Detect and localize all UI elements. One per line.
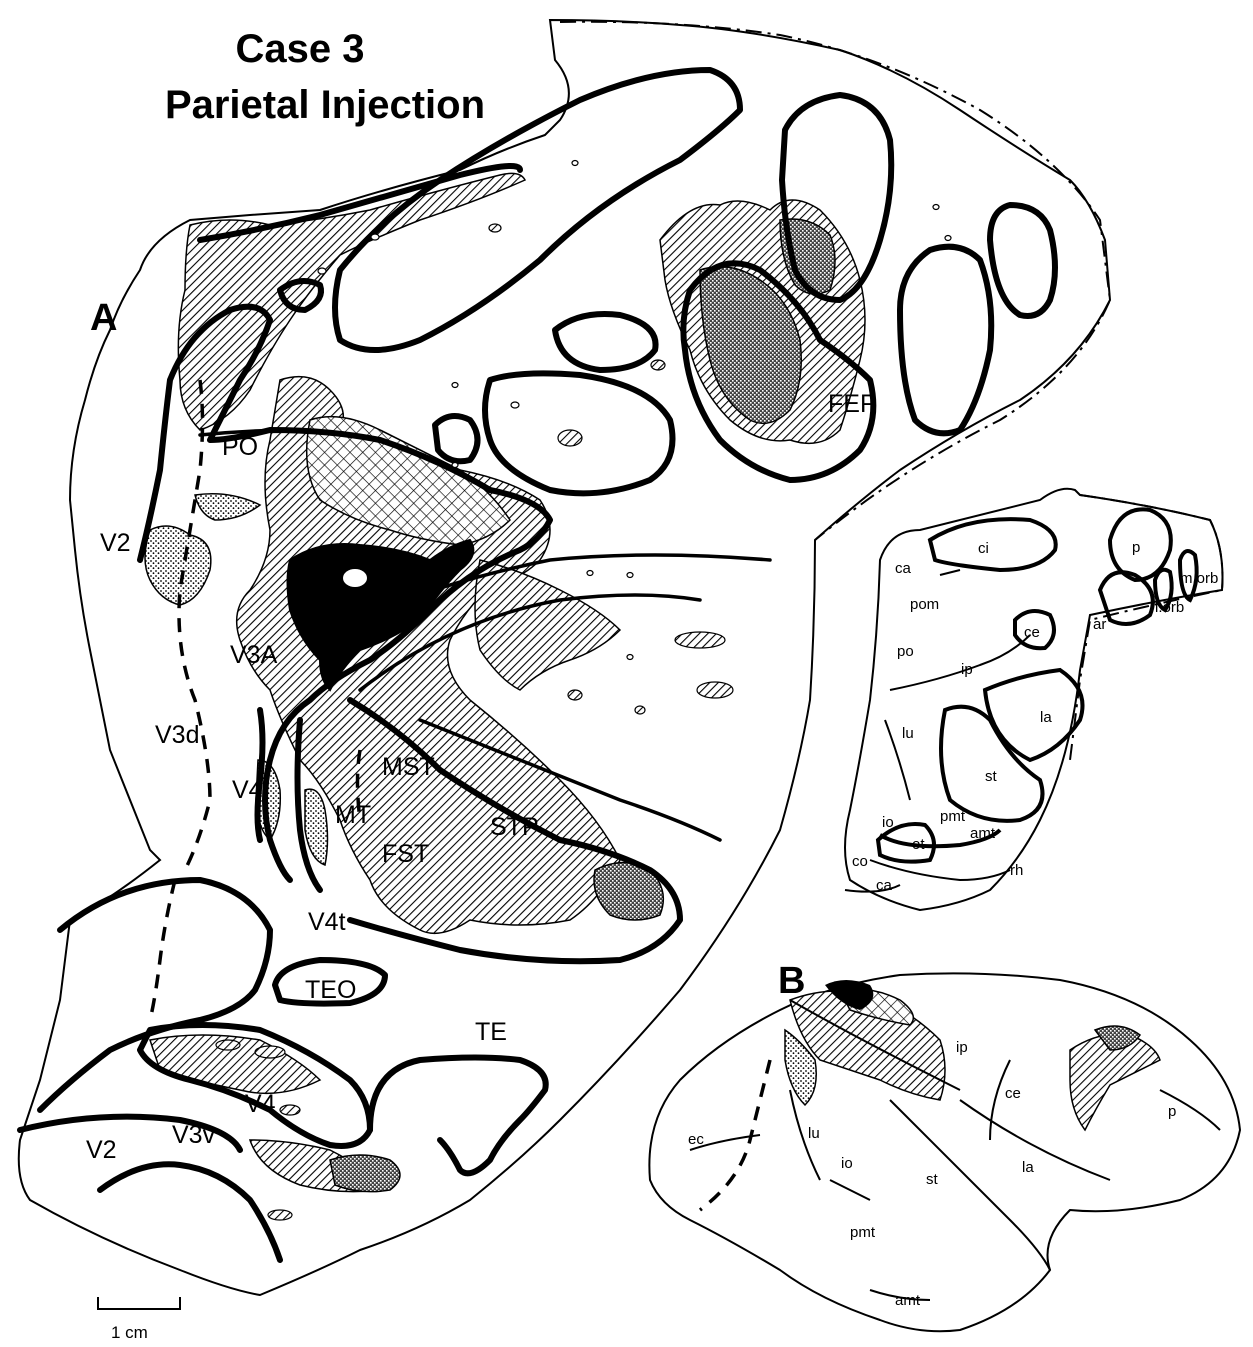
- label-v4t: V4t: [308, 908, 346, 936]
- label-v3a: V3A: [230, 641, 278, 669]
- key-label-io: io: [882, 814, 894, 831]
- label-v4-upper: V4: [232, 776, 263, 804]
- key-sulcus-la: [985, 670, 1083, 760]
- boundary-v2-v3-ventral: [150, 880, 175, 1020]
- label-v4-lower: V4: [245, 1090, 276, 1118]
- label-v3v: V3v: [172, 1121, 216, 1149]
- key-label-st: st: [985, 768, 998, 785]
- brain-label-ce: ce: [1005, 1085, 1021, 1102]
- label-fef: FEF: [828, 390, 875, 418]
- key-label-p: p: [1132, 539, 1140, 556]
- key-label-ca-top: ca: [895, 560, 912, 577]
- scale-bar: 1 cm: [98, 1297, 180, 1342]
- scale-bar-label: 1 cm: [111, 1323, 148, 1342]
- panel-letter-a: A: [90, 297, 117, 339]
- brain-label-st: st: [926, 1171, 939, 1188]
- key-label-pmt: pmt: [940, 808, 966, 825]
- brain-label-lu: lu: [808, 1125, 820, 1142]
- key-sulcus-ar: [1100, 572, 1153, 624]
- key-label-ar: ar: [1093, 616, 1106, 633]
- boundary-v2-v3-dorsal: [179, 380, 210, 870]
- label-po: PO: [222, 433, 258, 461]
- boundary-v2-lower: [100, 1164, 280, 1260]
- key-label-co: co: [852, 853, 868, 870]
- brain-label-ec: ec: [688, 1131, 704, 1148]
- key-outline: [845, 489, 1223, 910]
- label-te: TE: [475, 1018, 507, 1046]
- key-sulcus-ci: [930, 519, 1056, 570]
- injection-core-hole: [343, 569, 367, 587]
- label-v3d: V3d: [155, 721, 199, 749]
- label-mst: MST: [382, 753, 435, 781]
- key-label-rh: rh: [1010, 862, 1023, 879]
- scale-bar-line: [98, 1297, 180, 1309]
- brain-label-pmt: pmt: [850, 1224, 876, 1241]
- label-v2-upper: V2: [100, 529, 131, 557]
- key-label-morb: m.orb: [1180, 570, 1218, 587]
- title-line-2: Parietal Injection: [165, 83, 485, 127]
- boundary-frontal-ring-3: [990, 205, 1055, 316]
- label-patch-v2: [145, 526, 211, 605]
- label-v2-lower: V2: [86, 1136, 117, 1164]
- label-patch-v3: [195, 494, 260, 520]
- label-mt: MT: [335, 801, 371, 829]
- key-label-pom: pom: [910, 596, 939, 613]
- brain-label-p: p: [1168, 1103, 1176, 1120]
- brain-sulcus-st: [890, 1100, 1050, 1270]
- key-label-ce: ce: [1024, 624, 1040, 641]
- boundary-small-ring-1: [555, 314, 656, 370]
- key-label-la: la: [1040, 709, 1052, 726]
- label-region-po: [178, 173, 525, 430]
- lateral-brain: ip ce p ec lu io st la pmt amt: [649, 973, 1240, 1331]
- boundary-te: [370, 1058, 546, 1174]
- key-label-ot: ot: [912, 836, 925, 853]
- brain-label-io: io: [841, 1155, 853, 1172]
- brain-label-amt: amt: [895, 1292, 921, 1309]
- label-patch-mt: [305, 789, 328, 865]
- brain-outline: [649, 973, 1240, 1331]
- label-fst: FST: [382, 840, 429, 868]
- key-label-ip: ip: [961, 661, 973, 678]
- label-region-stp: [475, 560, 620, 690]
- title-line-1: Case 3: [236, 27, 365, 71]
- dense-patch-ventral: [330, 1155, 400, 1192]
- brain-label-la: la: [1022, 1159, 1034, 1176]
- label-teo: TEO: [305, 976, 356, 1004]
- flatmap: PO V2 V3A V3d V4 MST MT FST STP V4t TEO …: [19, 20, 1110, 1295]
- boundary-small-ring-2: [435, 416, 478, 461]
- key-label-lorb: l.orb: [1155, 599, 1184, 616]
- boundary-frontal-ring-2: [900, 247, 991, 434]
- key-label-lu: lu: [902, 725, 914, 742]
- key-sulcus-pom: [940, 570, 960, 575]
- key-label-ci: ci: [978, 540, 989, 557]
- key-label-po: po: [897, 643, 914, 660]
- brain-sulcus-io: [830, 1180, 870, 1200]
- sulcus-key-map: ca ci p m.orb l.orb pom ce ar po ip la l…: [845, 489, 1223, 910]
- label-stp: STP: [490, 813, 539, 841]
- key-label-amt: amt: [970, 825, 996, 842]
- brain-label-ip: ip: [956, 1039, 968, 1056]
- key-label-ca-bottom: ca: [876, 877, 893, 894]
